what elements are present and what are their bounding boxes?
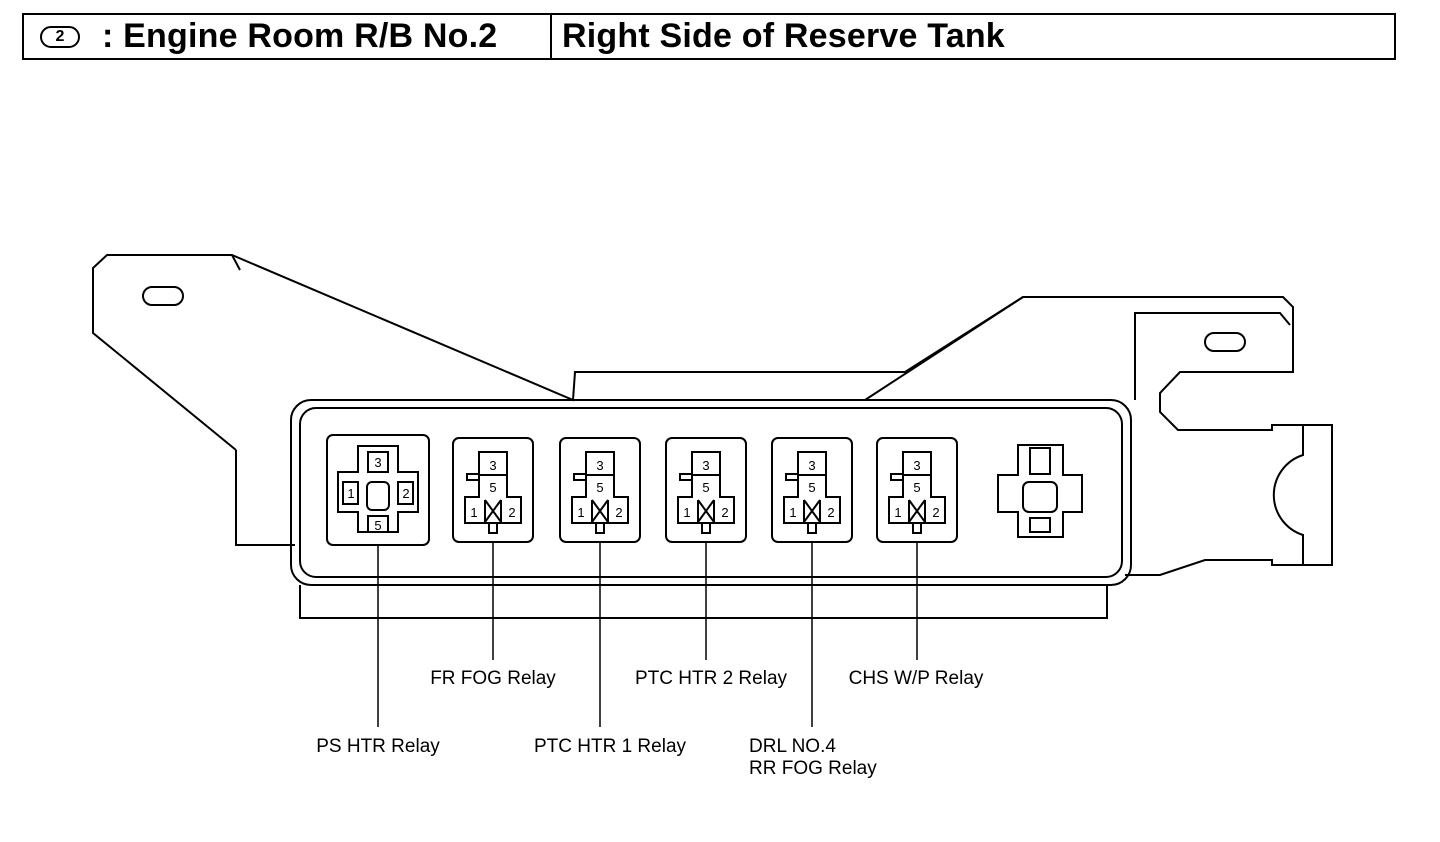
unused-pin-mark xyxy=(803,499,821,523)
relay-socket xyxy=(464,451,522,524)
bracket-inner-right xyxy=(1134,312,1291,400)
pin-number: 1 xyxy=(683,505,690,520)
pin-number: 2 xyxy=(721,505,728,520)
pin-number: 3 xyxy=(596,458,603,473)
pin-number: 5 xyxy=(702,480,709,495)
pin-number: 1 xyxy=(347,486,354,501)
relay-frame xyxy=(326,434,430,546)
pin-number: 3 xyxy=(702,458,709,473)
pin-number: 2 xyxy=(932,505,939,520)
relay-frame xyxy=(452,437,534,543)
bracket-diagonal xyxy=(864,296,1024,401)
pin-number: 5 xyxy=(913,480,920,495)
pin-cell xyxy=(367,515,389,533)
relay-tab xyxy=(679,473,693,481)
pin-number: 1 xyxy=(577,505,584,520)
pin-number: 3 xyxy=(808,458,815,473)
relay-socket xyxy=(783,451,841,524)
relay-6: 3 51 2 xyxy=(876,437,958,543)
pin-number: 2 xyxy=(402,486,409,501)
pin-number: 2 xyxy=(508,505,515,520)
bracket-outline xyxy=(92,254,1333,576)
bracket-slant xyxy=(231,254,241,271)
relay-frame xyxy=(876,437,958,543)
relay-label: RR FOG Relay xyxy=(749,758,877,779)
relay-label: PTC HTR 1 Relay xyxy=(534,736,687,757)
pin-number: 2 xyxy=(827,505,834,520)
relay-1: 3 1 2 5 xyxy=(326,434,430,546)
pin-number: 3 xyxy=(489,458,496,473)
relay-tab xyxy=(785,473,799,481)
unused-pin-mark xyxy=(591,499,609,523)
position-description: Right Side of Reserve Tank xyxy=(562,17,1005,55)
relay-frame xyxy=(771,437,853,543)
pin-number: 3 xyxy=(913,458,920,473)
relay-frame xyxy=(559,437,641,543)
empty-relay-socket xyxy=(997,444,1083,538)
relay-label: PTC HTR 2 Relay xyxy=(635,668,788,689)
pin-number: 5 xyxy=(596,480,603,495)
relay-3: 3 51 2 xyxy=(559,437,641,543)
location-number-badge: 2 xyxy=(40,25,80,48)
unused-pin-mark xyxy=(697,499,715,523)
header-location-cell: 2 : Engine Room R/B No.2 xyxy=(24,15,552,58)
relay-tab xyxy=(488,522,498,534)
relay-tab xyxy=(701,522,711,534)
pin-number: 3 xyxy=(374,455,381,470)
pin-number: 2 xyxy=(615,505,622,520)
relay-socket xyxy=(571,451,629,524)
unused-pin-mark xyxy=(484,499,502,523)
leader-lines xyxy=(377,542,918,727)
pin-number: 5 xyxy=(374,518,381,533)
mounting-hole-right xyxy=(1204,332,1246,352)
relay-socket xyxy=(888,451,946,524)
center-terminal xyxy=(366,481,390,511)
relay-tab xyxy=(912,522,922,534)
relay-tab xyxy=(807,522,817,534)
housing-base xyxy=(299,585,1108,619)
pin-number: 5 xyxy=(808,480,815,495)
header-position-cell: Right Side of Reserve Tank xyxy=(552,15,1394,58)
relay-tab xyxy=(573,473,587,481)
relay-tab xyxy=(595,522,605,534)
pin-number: 5 xyxy=(489,480,496,495)
pin-cell xyxy=(367,451,389,473)
relay-2: 3 51 2 xyxy=(452,437,534,543)
relay-label: PS HTR Relay xyxy=(316,736,440,757)
relay-block-housing-inner xyxy=(299,407,1123,578)
pin-number: 1 xyxy=(894,505,901,520)
relay-5: 3 51 2 xyxy=(771,437,853,543)
pin-cell xyxy=(397,481,414,505)
relay-socket-cross xyxy=(337,445,419,533)
relay-frame xyxy=(665,437,747,543)
relay-block-housing xyxy=(290,399,1132,586)
relay-label: FR FOG Relay xyxy=(430,668,556,689)
relay-label: CHS W/P Relay xyxy=(849,668,984,689)
diagram-header: 2 : Engine Room R/B No.2 Right Side of R… xyxy=(22,13,1396,60)
location-title: : Engine Room R/B No.2 xyxy=(102,17,498,55)
relay-tab xyxy=(890,473,904,481)
relay-label: DRL NO.4 xyxy=(749,736,836,757)
bracket-inner-edge xyxy=(235,450,295,546)
pin-number: 1 xyxy=(789,505,796,520)
relay-socket xyxy=(677,451,735,524)
clip-cutout xyxy=(1272,425,1304,565)
relay-tab xyxy=(466,473,480,481)
pin-cell xyxy=(342,481,359,505)
mounting-hole-left xyxy=(142,286,184,306)
unused-pin-mark xyxy=(908,499,926,523)
relay-4: 3 51 2 xyxy=(665,437,747,543)
pin-number: 1 xyxy=(470,505,477,520)
